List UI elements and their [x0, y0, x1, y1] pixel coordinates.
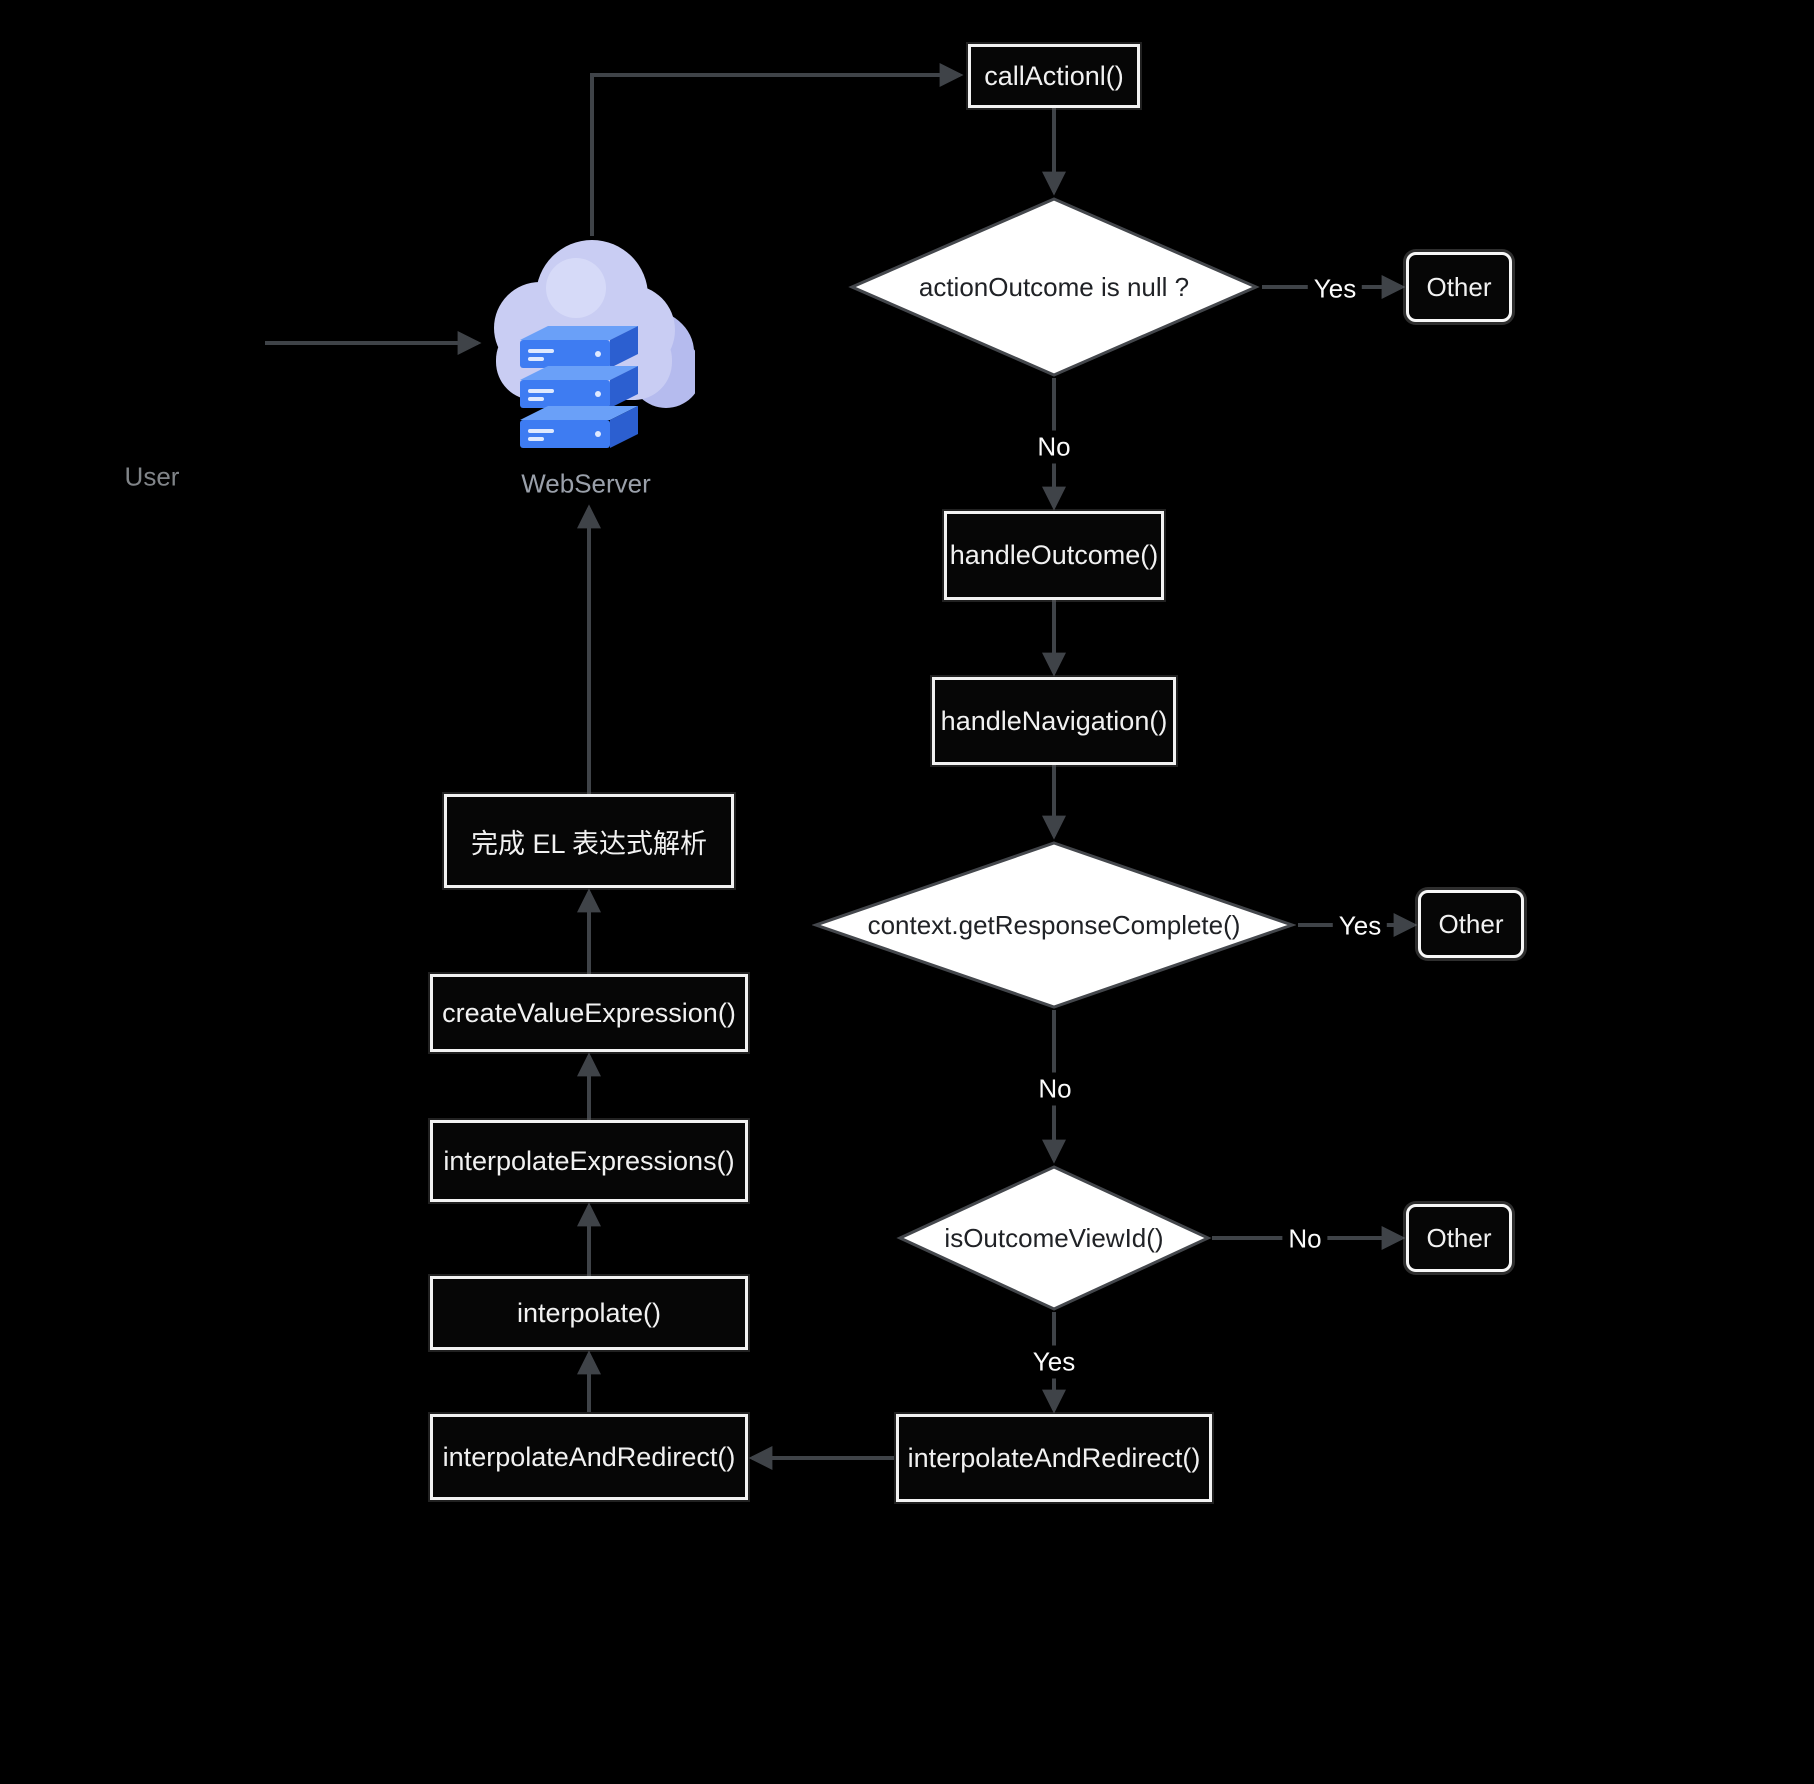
- node-action-outcome-null-label: actionOutcome is null ?: [918, 271, 1190, 302]
- edge-label-outcome-yes: Yes: [1307, 272, 1363, 306]
- node-is-outcome-viewid-label: isOutcomeViewId(): [944, 1222, 1164, 1253]
- node-call-action: callActionl(): [968, 44, 1140, 108]
- diamond-shape: [896, 1165, 1212, 1311]
- webserver-label: WebServer: [521, 468, 651, 499]
- node-handle-outcome: handleOutcome(): [944, 511, 1164, 600]
- diamond-shape: [812, 841, 1296, 1009]
- edge-label-response-no: No: [1032, 1072, 1078, 1106]
- node-response-complete-decision: context.getResponseComplete(): [812, 840, 1296, 1010]
- user-label: User: [124, 461, 180, 492]
- node-interpolate-and-redirect-left-label: interpolateAndRedirect(): [442, 1441, 736, 1472]
- node-other-3-label: Other: [1426, 1222, 1492, 1253]
- node-is-outcome-viewid-decision: isOutcomeViewId(): [896, 1164, 1212, 1312]
- node-interpolate-label: interpolate(): [516, 1297, 662, 1328]
- diamond-shape: [848, 197, 1260, 377]
- node-other-2: Other: [1418, 890, 1524, 958]
- node-other-1: Other: [1406, 252, 1512, 322]
- node-create-value-expression-label: createValueExpression(): [442, 997, 736, 1028]
- node-handle-navigation-label: handleNavigation(): [940, 705, 1168, 736]
- node-call-action-label: callActionl(): [984, 60, 1124, 91]
- node-response-complete-label: context.getResponseComplete(): [867, 909, 1241, 940]
- edge-label-viewid-no: No: [1282, 1222, 1328, 1256]
- edge-label-viewid-yes: Yes: [1026, 1345, 1082, 1379]
- node-handle-navigation: handleNavigation(): [932, 677, 1176, 765]
- node-interpolate-and-redirect-right: interpolateAndRedirect(): [896, 1414, 1212, 1502]
- edge-label-response-yes: Yes: [1332, 909, 1388, 943]
- node-el-expression-done: 完成 EL 表达式解析: [444, 794, 734, 888]
- node-action-outcome-null-decision: actionOutcome is null ?: [848, 196, 1260, 378]
- webserver-icon: [480, 230, 702, 460]
- node-other-1-label: Other: [1426, 271, 1492, 302]
- node-other-3: Other: [1406, 1204, 1512, 1272]
- node-el-expression-done-label: 完成 EL 表达式解析: [470, 828, 708, 859]
- node-interpolate-expressions-label: interpolateExpressions(): [443, 1145, 735, 1176]
- node-handle-outcome-label: handleOutcome(): [949, 540, 1159, 570]
- edge-label-outcome-no: No: [1031, 430, 1077, 464]
- node-other-2-label: Other: [1438, 908, 1504, 939]
- node-create-value-expression: createValueExpression(): [430, 974, 748, 1052]
- node-interpolate-expressions: interpolateExpressions(): [430, 1120, 748, 1202]
- edge-webserver-to-callaction: [590, 63, 964, 236]
- node-interpolate-and-redirect-right-label: interpolateAndRedirect(): [907, 1442, 1201, 1473]
- server-stack-icon: [520, 326, 638, 448]
- node-interpolate-and-redirect-left: interpolateAndRedirect(): [430, 1414, 748, 1500]
- node-interpolate: interpolate(): [430, 1276, 748, 1350]
